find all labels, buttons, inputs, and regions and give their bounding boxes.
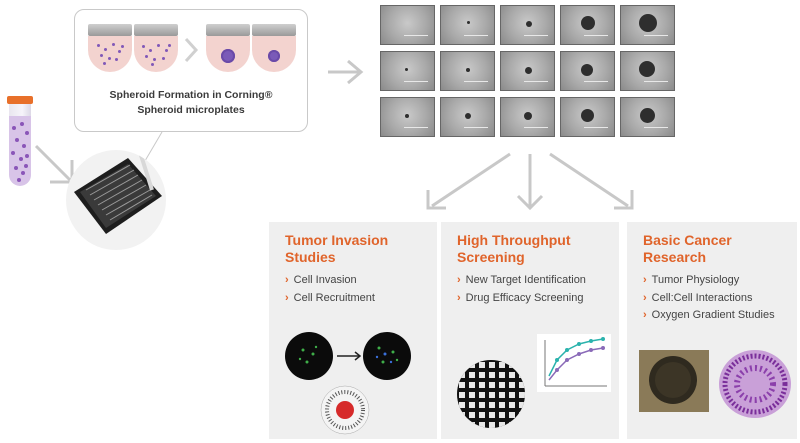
formation-caption: Spheroid Formation in Corning® Spheroid … <box>76 88 306 118</box>
well-suspension-2 <box>134 24 178 74</box>
micro-image <box>380 97 435 137</box>
micro-image <box>560 51 615 91</box>
cell-suspension-tube <box>9 104 31 186</box>
panel-title: Tumor Invasion Studies <box>285 232 389 265</box>
panel-list: Tumor Physiology Cell:Cell Interactions … <box>643 272 775 325</box>
micro-image <box>440 5 495 45</box>
panel-list: New Target Identification Drug Efficacy … <box>457 272 586 307</box>
list-item: Cell Invasion <box>285 272 375 290</box>
micro-image <box>620 5 675 45</box>
micro-image <box>620 97 675 137</box>
formation-chevron-icon <box>184 37 199 63</box>
list-item: Oxygen Gradient Studies <box>643 307 775 325</box>
well-spheroid-2 <box>252 24 296 74</box>
spheroid-image-grid <box>380 5 680 138</box>
panel-high-throughput: High Throughput Screening New Target Ide… <box>441 222 619 439</box>
formation-caption-line1: Spheroid Formation in Corning® <box>109 89 273 101</box>
microplate-photo <box>66 150 166 250</box>
micro-image <box>500 51 555 91</box>
list-item: Tumor Physiology <box>643 272 775 290</box>
formation-caption-line2: Spheroid microplates <box>137 104 245 116</box>
micro-image <box>560 5 615 45</box>
cancer-images <box>639 350 791 418</box>
well-spheroid-1 <box>206 24 250 74</box>
micro-image <box>380 51 435 91</box>
screening-images <box>457 334 611 428</box>
micro-image <box>440 97 495 137</box>
panel-tumor-invasion: Tumor Invasion Studies Cell Invasion Cel… <box>269 222 437 439</box>
list-item: Cell:Cell Interactions <box>643 290 775 308</box>
panel-list: Cell Invasion Cell Recruitment <box>285 272 375 307</box>
list-item: Cell Recruitment <box>285 290 375 308</box>
micro-image <box>380 5 435 45</box>
tube-cap <box>7 96 33 104</box>
list-item: New Target Identification <box>457 272 586 290</box>
micro-image <box>620 51 675 91</box>
panel-title: High Throughput Screening <box>457 232 571 265</box>
micro-image <box>500 5 555 45</box>
panel-title: Basic Cancer Research <box>643 232 732 265</box>
spheroid-ball-1 <box>221 49 235 63</box>
panel-basic-cancer: Basic Cancer Research Tumor Physiology C… <box>627 222 797 439</box>
arrows-to-applications <box>426 152 634 211</box>
arrow-to-image-grid <box>328 59 364 85</box>
micro-image <box>500 97 555 137</box>
invasion-images <box>285 332 411 435</box>
list-item: Drug Efficacy Screening <box>457 290 586 308</box>
micro-image <box>560 97 615 137</box>
well-suspension-1 <box>88 24 132 74</box>
spheroid-ball-2 <box>268 50 280 62</box>
micro-image <box>440 51 495 91</box>
